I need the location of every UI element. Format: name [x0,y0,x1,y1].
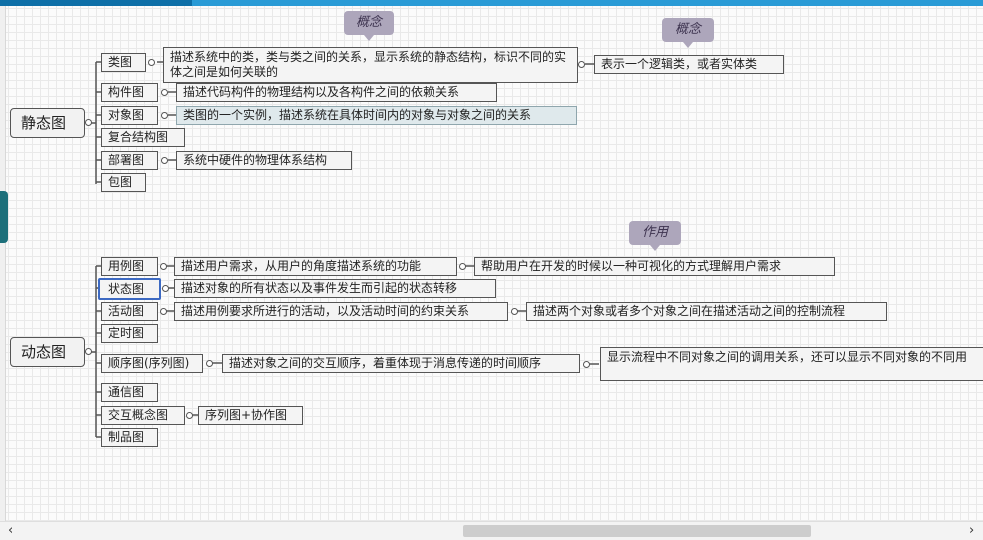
collapse-knob[interactable] [162,285,169,292]
sequence-diagram-desc[interactable]: 描述对象之间的交互顺序，着重体现于消息传递的时间顺序 [222,354,580,373]
concept-callout[interactable]: 概念 [344,11,394,41]
class-diagram-desc[interactable]: 描述系统中的类，类与类之间的关系，显示系统的静态结构，标识不同的实体之间是如何关… [163,47,578,83]
horizontal-scrollbar[interactable]: ‹ › [0,521,983,540]
collapse-knob[interactable] [160,308,167,315]
collapse-knob[interactable] [459,263,466,270]
class-diagram-node[interactable]: 类图 [101,53,146,72]
interaction-overview-node[interactable]: 交互概念图 [101,406,185,425]
usecase-diagram-desc[interactable]: 描述用户需求，从用户的角度描述系统的功能 [174,257,457,276]
collapse-knob[interactable] [578,61,585,68]
scroll-right-icon[interactable]: › [969,523,975,538]
collapse-knob[interactable] [161,112,168,119]
concept-callout[interactable]: 概念 [662,18,714,48]
communication-diagram-node[interactable]: 通信图 [101,383,158,402]
object-diagram-desc[interactable]: 类图的一个实例，描述系统在具体时间内的对象与对象之间的关系 [176,106,577,125]
collapse-knob[interactable] [160,263,167,270]
purpose-callout[interactable]: 作用 [629,221,681,251]
left-panel-edge [0,6,6,521]
collapse-knob[interactable] [161,89,168,96]
usecase-diagram-extra[interactable]: 帮助用户在开发的时候以一种可视化的方式理解用户需求 [474,257,835,276]
collapse-knob[interactable] [85,119,92,126]
component-diagram-desc[interactable]: 描述代码构件的物理结构以及各构件之间的依赖关系 [176,83,497,102]
sequence-diagram-node[interactable]: 顺序图(序列图) [101,354,203,373]
activity-diagram-node[interactable]: 活动图 [101,302,158,321]
object-diagram-node[interactable]: 对象图 [101,106,158,125]
class-diagram-extra[interactable]: 表示一个逻辑类，或者实体类 [594,55,784,74]
state-diagram-desc[interactable]: 描述对象的所有状态以及事件发生而引起的状态转移 [174,279,496,298]
collapse-knob[interactable] [583,361,590,368]
dynamic-diagram-root[interactable]: 动态图 [10,337,85,367]
collapse-knob[interactable] [206,360,213,367]
interaction-overview-desc[interactable]: 序列图+协作图 [198,406,303,425]
collapse-knob[interactable] [85,348,92,355]
activity-diagram-desc[interactable]: 描述用例要求所进行的活动，以及活动时间的约束关系 [174,302,508,321]
usecase-diagram-node[interactable]: 用例图 [101,257,158,276]
scroll-left-icon[interactable]: ‹ [8,523,14,538]
sequence-diagram-extra[interactable]: 显示流程中不同对象之间的调用关系，还可以显示不同对象的不同用 [600,347,983,381]
activity-diagram-extra[interactable]: 描述两个对象或者多个对象之间在描述活动之间的控制流程 [526,302,887,321]
deployment-diagram-node[interactable]: 部署图 [101,151,158,170]
composite-structure-node[interactable]: 复合结构图 [101,128,185,147]
package-diagram-node[interactable]: 包图 [101,173,146,192]
top-bar [0,0,983,6]
collapse-knob[interactable] [511,308,518,315]
collapse-knob[interactable] [161,157,168,164]
component-diagram-node[interactable]: 构件图 [101,83,158,102]
artifact-diagram-node[interactable]: 制品图 [101,428,158,447]
timing-diagram-node[interactable]: 定时图 [101,324,158,343]
panel-collapse-handle[interactable] [0,191,8,243]
scrollbar-thumb[interactable] [463,525,811,537]
static-diagram-root[interactable]: 静态图 [10,108,85,138]
collapse-knob[interactable] [186,412,193,419]
collapse-knob[interactable] [148,59,155,66]
state-diagram-node[interactable]: 状态图 [98,278,161,300]
deployment-diagram-desc[interactable]: 系统中硬件的物理体系结构 [176,151,352,170]
active-tab-indicator [0,0,192,6]
